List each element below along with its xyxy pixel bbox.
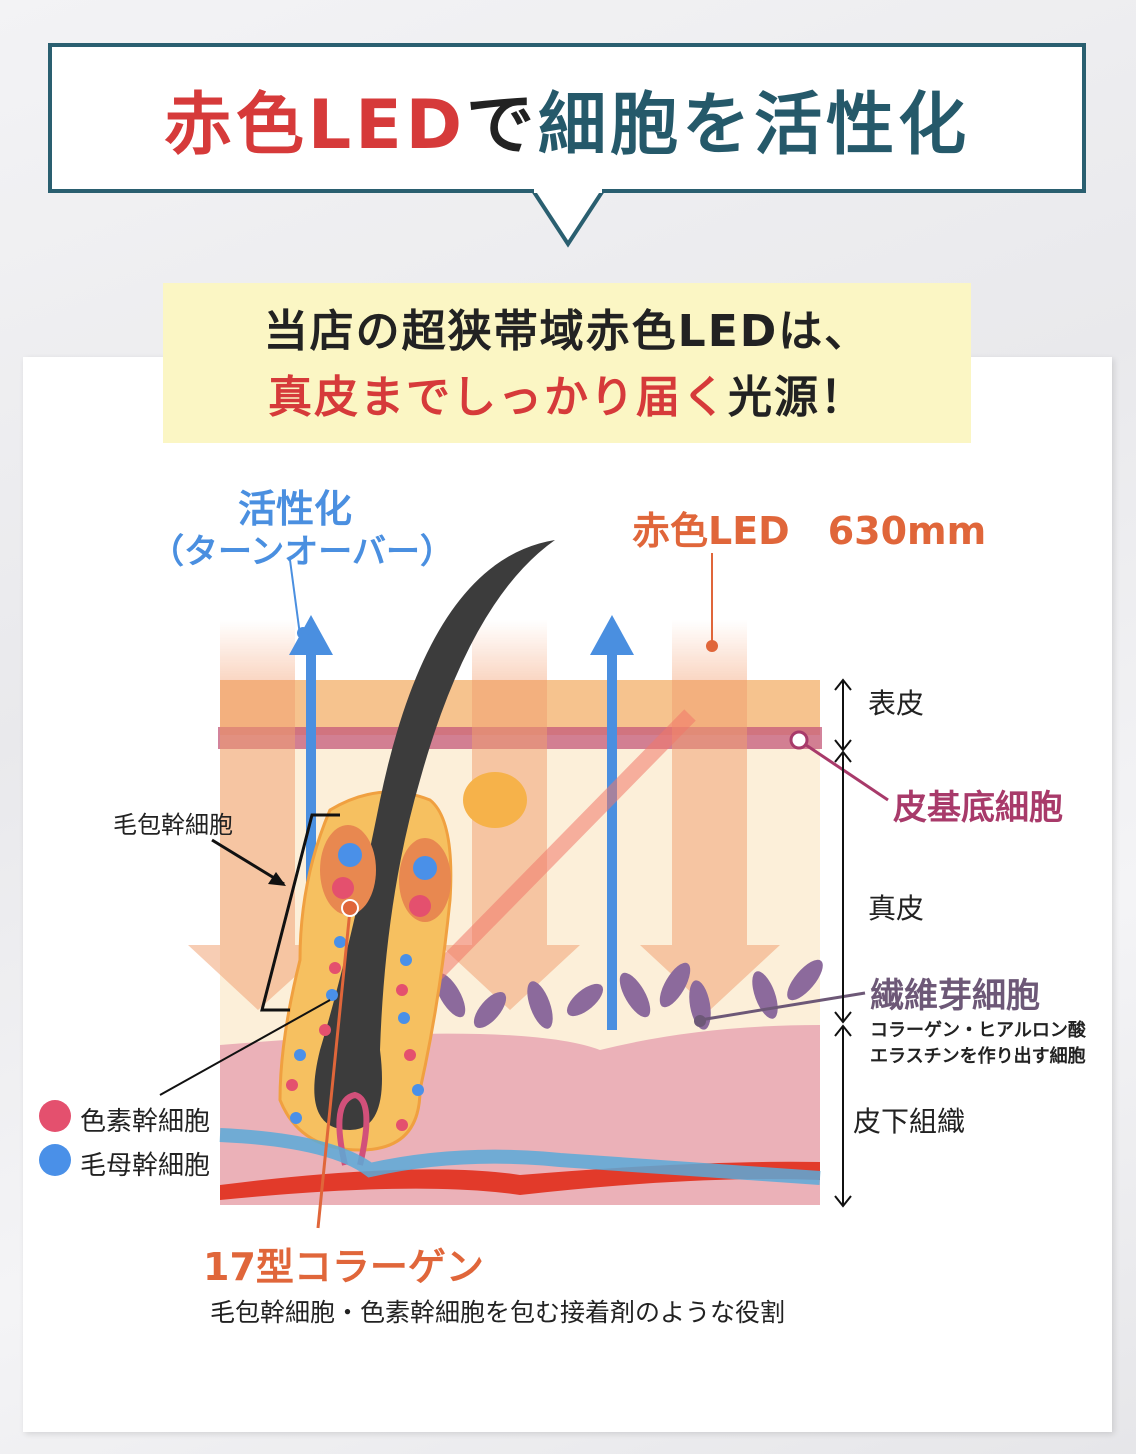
hair-matrix-stem-legend-dot bbox=[39, 1144, 71, 1176]
banner-line1: 当店の超狭帯域赤色LEDは、 bbox=[263, 306, 871, 357]
title-red: 赤色LED bbox=[163, 85, 467, 165]
stem-cell-dots bbox=[286, 936, 424, 1131]
papilla bbox=[336, 1091, 370, 1166]
dermis-label: 真皮 bbox=[868, 892, 925, 925]
epidermis-label: 表皮 bbox=[868, 687, 925, 720]
muscle bbox=[424, 709, 696, 986]
banner-line2-red: 真皮までしっかり届く bbox=[268, 372, 728, 423]
speech-pointer bbox=[530, 189, 606, 248]
sebaceous-gland bbox=[463, 772, 527, 828]
led-light-arrows bbox=[188, 620, 780, 1010]
pigment-stem-legend-label: 色素幹細胞 bbox=[80, 1107, 211, 1137]
basal-cell-label: 皮基底細胞 bbox=[893, 788, 1063, 828]
follicle-stem-label: 毛包幹細胞 bbox=[113, 811, 233, 839]
banner-line2-dark: 光源！ bbox=[728, 372, 866, 423]
turnover-arrows bbox=[289, 615, 634, 1050]
collagen17-desc: 毛包幹細胞・色素幹細胞を包む接着剤のような役割 bbox=[210, 1298, 786, 1327]
fibroblast-desc-2: エラスチンを作り出す細胞 bbox=[870, 1046, 1086, 1067]
led-wavelength-label: 赤色LED 630mm bbox=[632, 509, 987, 553]
title-teal: 細胞を活性化 bbox=[538, 85, 971, 165]
collagen17-label: 17型コラーゲン bbox=[203, 1245, 484, 1289]
fibroblast-label: 繊維芽細胞 bbox=[870, 976, 1040, 1016]
hair-shaft bbox=[314, 540, 555, 1130]
pigment-stem-legend-dot bbox=[39, 1100, 71, 1132]
vein bbox=[219, 1128, 821, 1185]
turnover-label: （ターンオーバー） bbox=[150, 532, 454, 572]
activation-label: 活性化 bbox=[238, 487, 353, 531]
headline-banner: 当店の超狭帯域赤色LEDは、 真皮までしっかり届く光源！ bbox=[163, 283, 971, 443]
layer-dimension-lines bbox=[834, 678, 852, 1208]
fibroblast-desc-1: コラーゲン・ヒアルロン酸 bbox=[870, 1020, 1086, 1041]
title-connector: で bbox=[466, 85, 539, 165]
hair-matrix-stem-legend-label: 毛母幹細胞 bbox=[80, 1151, 211, 1181]
subcutaneous-label: 皮下組織 bbox=[853, 1105, 966, 1138]
